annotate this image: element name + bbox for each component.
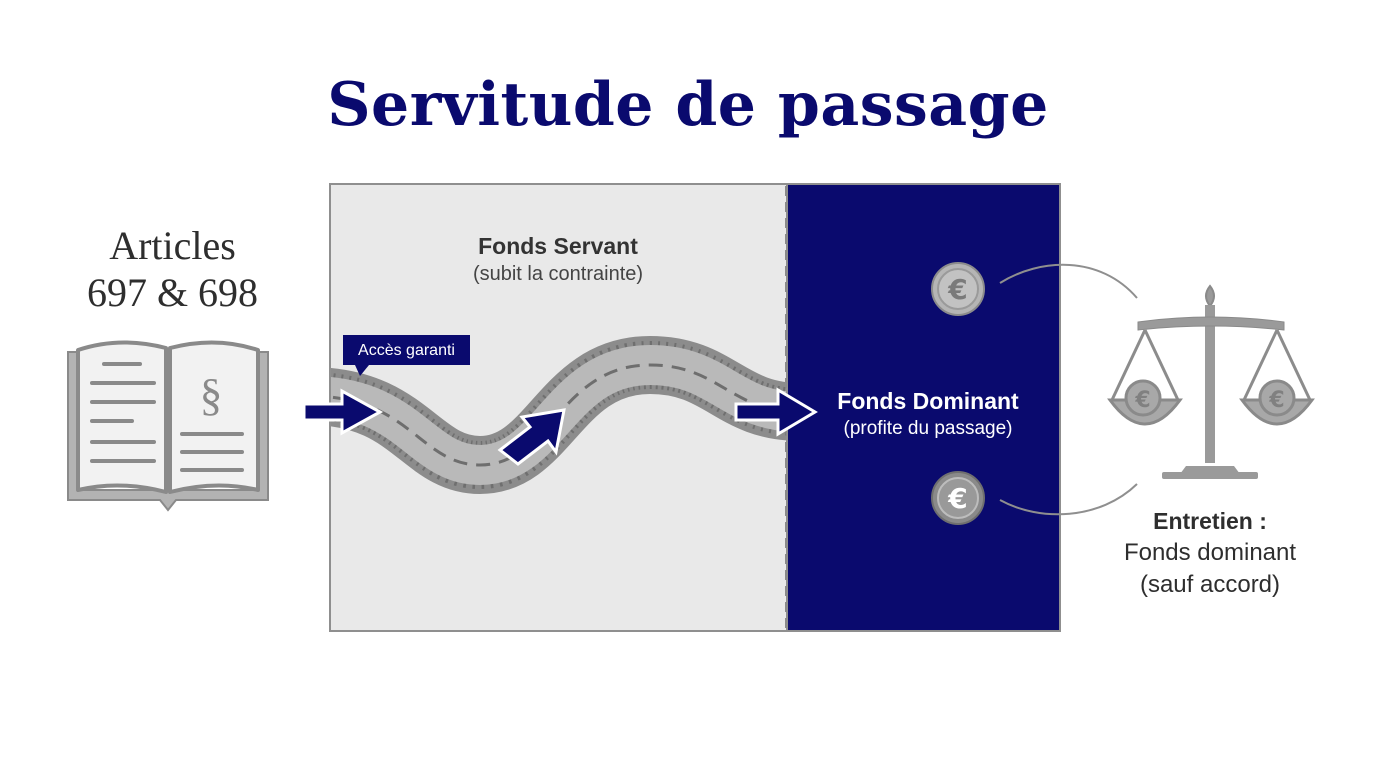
entretien-title: Entretien : [1153,508,1267,534]
fonds-dominant-subtitle: (profite du passage) [843,418,1013,439]
fonds-servant-subtitle: (subit la contrainte) [472,263,644,285]
svg-text:€: € [947,482,967,515]
paragraph-symbol: § [200,369,223,420]
connector-top [999,263,1138,299]
arrow-to-dominant [734,387,818,437]
connector-bottom [999,483,1138,516]
svg-text:€: € [1268,388,1284,413]
scale-coin-left [1124,379,1162,417]
articles-numbers: 697 & 698 [86,270,259,315]
acces-garanti-tag [343,335,470,376]
euro-coin-top: € [931,262,985,316]
arrow-entry [302,388,384,436]
fonds-servant-title: Fonds Servant [478,233,638,259]
page-title: Servitude de passage [327,70,1049,140]
articles-reference: Articles 697 & 698 [60,222,285,316]
entretien-line-2: (sauf accord) [1139,571,1281,598]
euro-coin-bottom: € [931,471,985,525]
balance-scale-icon: € € [1107,284,1315,479]
fonds-dominant-area [786,183,1061,632]
passage-arrows [302,387,818,466]
book-text-lines [90,362,244,472]
acces-garanti-label: Accès garanti [358,342,455,359]
arrow-diagonal [497,408,566,466]
fonds-dominant-title: Fonds Dominant [837,388,1019,414]
law-book-icon: § [67,340,269,512]
articles-label: Articles [109,223,236,268]
scale-coin-right [1258,379,1296,417]
entretien-line-1: Fonds dominant [1123,539,1297,566]
svg-text:€: € [1134,388,1150,413]
svg-text:€: € [947,273,967,306]
